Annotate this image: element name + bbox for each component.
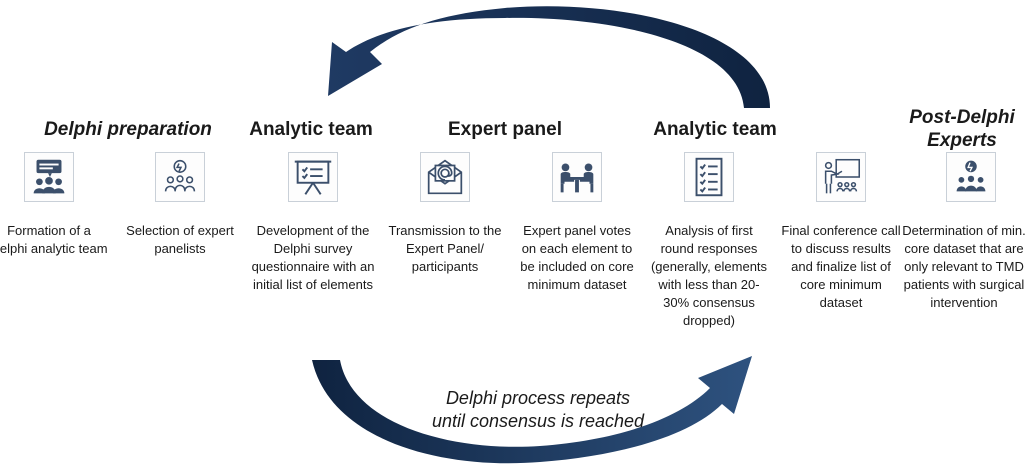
meeting-icon <box>24 152 74 202</box>
bottom-forward-arrow <box>312 356 752 464</box>
heading-delphi-preparation: Delphi preparation <box>44 119 212 140</box>
email-envelope-icon <box>420 152 470 202</box>
loop-label-line1: Delphi process repeats <box>445 388 631 408</box>
loop-label: Delphi process repeats until consensus i… <box>388 387 688 433</box>
step-7-text: Final conference call to discuss results… <box>781 223 901 310</box>
heading-expert-panel: Expert panel <box>447 119 563 140</box>
loop-label-line2: until consensus is reached <box>431 411 645 431</box>
step-5-text: Expert panel votes on each element to be… <box>520 223 634 292</box>
step-8-text: Determination of min. core dataset that … <box>902 223 1026 310</box>
conference-icon <box>816 152 866 202</box>
heading-analytic-team-2: Analytic team <box>653 119 777 140</box>
idea-group-icon-2 <box>946 152 996 202</box>
step-2-text: Selection of expert panelists <box>126 223 234 256</box>
heading-post-delphi-line1: Post-Delphi <box>909 107 1015 128</box>
heading-post-delphi-line2: Experts <box>927 130 997 151</box>
presentation-board-icon <box>288 152 338 202</box>
checklist-icon <box>684 152 734 202</box>
step-3-text: Development of the Delphi survey questio… <box>251 223 375 292</box>
table-discussion-icon <box>552 152 602 202</box>
heading-analytic-team-1: Analytic team <box>249 119 373 140</box>
idea-group-icon <box>155 152 205 202</box>
heading-post-delphi: Post-Delphi Experts <box>900 106 1024 152</box>
top-return-arrow <box>328 6 770 108</box>
step-6-text: Analysis of first round responses (gener… <box>650 223 768 328</box>
step-4-text: Transmission to the Expert Panel/ partic… <box>388 223 502 274</box>
step-1-text: Formation of a Delphi analytic team <box>0 223 108 256</box>
